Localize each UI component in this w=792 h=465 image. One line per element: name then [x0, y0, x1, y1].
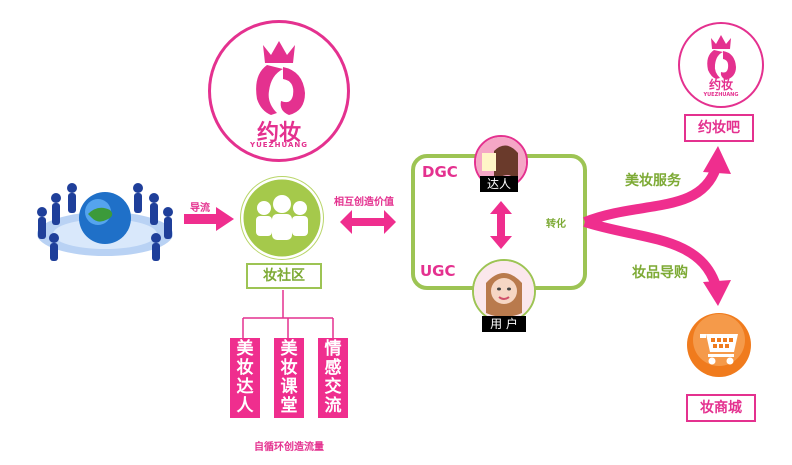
- crown-face-logo-small: [707, 35, 736, 80]
- community-column-emotion: 情感 交流: [318, 338, 348, 418]
- yuezhuang-main-logo: 约妆 YUEZHUANG: [208, 20, 350, 162]
- product-guide-label: 妆品导购: [632, 265, 688, 281]
- crown-face-logo: [256, 41, 305, 115]
- community-label: 妆社区: [246, 263, 322, 289]
- logo-name-cn: 约妆: [256, 121, 301, 146]
- yuezhuang-small-logo: 约妆 YUEZHUANG: [678, 22, 764, 108]
- dgc-label: DGC: [422, 163, 458, 181]
- beauty-service-label: 美妆服务: [625, 173, 681, 189]
- cycle-traffic-label: 自循环创造流量: [254, 442, 324, 453]
- globe-people-icon: [30, 176, 180, 264]
- convert-label: 转化: [546, 219, 566, 230]
- user-label: 用 户: [482, 316, 526, 332]
- yuezhuang-bar-button[interactable]: 约妆吧: [684, 114, 754, 142]
- mutual-value-label: 相互创造价值: [334, 197, 394, 208]
- small-logo-name-cn: 约妆: [708, 78, 733, 92]
- user-avatar: [472, 259, 536, 323]
- ugc-label: UGC: [420, 262, 456, 280]
- community-column-expert: 美妆 达人: [230, 338, 260, 418]
- expert-label: 达人: [480, 176, 518, 192]
- mall-button[interactable]: 妆商城: [686, 394, 756, 422]
- guide-flow-label: 导流: [190, 203, 210, 214]
- logo-name-en: YUEZHUANG: [250, 141, 308, 149]
- community-column-class: 美妆 课堂: [274, 338, 304, 418]
- shopping-cart-icon: [686, 312, 752, 378]
- group-people-icon: [240, 176, 324, 260]
- small-logo-name-en: YUEZHUANG: [703, 92, 739, 98]
